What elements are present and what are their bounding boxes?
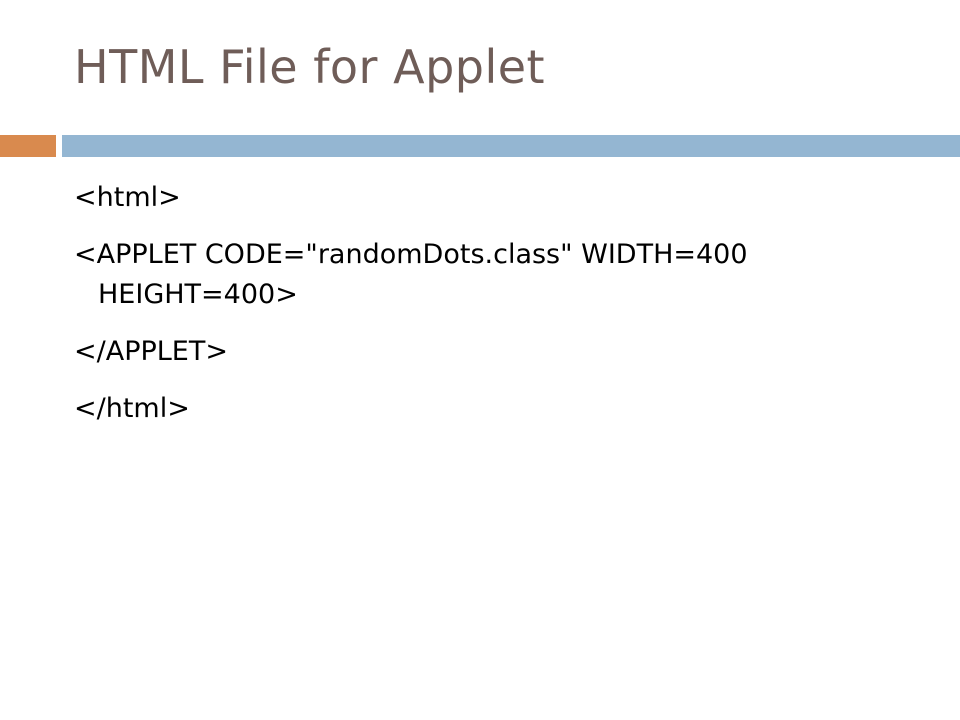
slide-body: <html> <APPLET CODE="randomDots.class" W… xyxy=(74,178,934,446)
code-line-html-close: </html> xyxy=(74,393,190,424)
code-line-html-open: <html> xyxy=(74,182,181,213)
slide-title: HTML File for Applet xyxy=(74,40,546,94)
accent-bar-orange xyxy=(0,135,56,157)
accent-bar-blue xyxy=(62,135,960,157)
code-line-applet-close: </APPLET> xyxy=(74,336,228,367)
code-line-applet-open: <APPLET CODE="randomDots.class" WIDTH=40… xyxy=(74,239,748,310)
